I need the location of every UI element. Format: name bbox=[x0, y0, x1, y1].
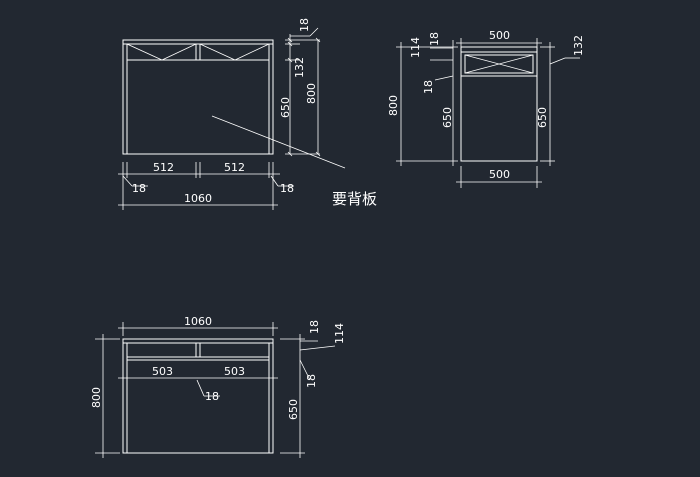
tick bbox=[287, 57, 293, 63]
note-leader-line bbox=[211, 115, 346, 169]
leader-18-divider bbox=[196, 379, 205, 397]
dim-label-total-width: 1060 bbox=[184, 192, 212, 205]
bottom-view: 1060 503 503 18 800 650 18 114 18 bbox=[90, 315, 346, 458]
dim-label-drawer-height: 132 bbox=[572, 35, 585, 56]
dim-label-right-width: 503 bbox=[224, 365, 245, 378]
front-view: 18 132 650 800 512 512 18 18 1060 要背板 bbox=[118, 18, 377, 210]
tick bbox=[315, 151, 321, 157]
drawer-cross-line bbox=[199, 43, 236, 61]
dim-label-height-right: 650 bbox=[536, 107, 549, 128]
dim-label-left-width: 503 bbox=[152, 365, 173, 378]
dim-label-right-width: 512 bbox=[224, 161, 245, 174]
tick bbox=[287, 41, 293, 47]
leader-18 bbox=[309, 27, 319, 37]
side-outer-frame bbox=[460, 46, 538, 162]
drawer-cross-line bbox=[161, 43, 197, 61]
side-drawer-box bbox=[464, 54, 534, 74]
dim-label-left-panel: 18 bbox=[132, 182, 146, 195]
dim-label-divider: 18 bbox=[205, 390, 219, 403]
dim-label-top-thickness: 18 bbox=[298, 18, 311, 32]
dim-label-total-height: 800 bbox=[387, 95, 400, 116]
dim-label-height-left: 650 bbox=[441, 107, 454, 128]
dim-label-opening-height: 650 bbox=[279, 97, 292, 118]
dim-label-drawer-height: 132 bbox=[293, 57, 306, 78]
dim-label-top-dim: 114 bbox=[333, 323, 346, 344]
dim-label-total-width: 1060 bbox=[184, 315, 212, 328]
dim-label-total-height: 800 bbox=[305, 83, 318, 104]
leader-18-shelf bbox=[434, 75, 454, 81]
leader-18-shelf bbox=[299, 359, 311, 381]
tick bbox=[287, 151, 293, 157]
dim-label-right-panel: 18 bbox=[280, 182, 294, 195]
bottom-outer-frame bbox=[122, 338, 274, 454]
leader-18-left bbox=[122, 175, 133, 187]
dim-label-shelf: 18 bbox=[305, 374, 318, 388]
tick bbox=[287, 37, 293, 43]
dim-label-width-top: 500 bbox=[489, 29, 510, 42]
tick bbox=[315, 37, 321, 43]
leader-114 bbox=[299, 345, 336, 351]
drawer-cross-line bbox=[126, 43, 163, 61]
dim-label-opening-height: 650 bbox=[287, 399, 300, 420]
side-view: 500 500 800 650 114 18 18 650 132 bbox=[387, 29, 585, 188]
dim-label-top-thickness: 18 bbox=[428, 32, 441, 46]
dim-label-left-width: 512 bbox=[153, 161, 174, 174]
leader-18-right bbox=[270, 175, 279, 187]
leader-132 bbox=[549, 57, 566, 65]
front-outer-frame bbox=[122, 39, 274, 155]
dim-label-top-dim: 114 bbox=[409, 37, 422, 58]
dim-label-top-thickness: 18 bbox=[308, 320, 321, 334]
dim-label-width-bottom: 500 bbox=[489, 168, 510, 181]
side-drawer-cross bbox=[464, 54, 534, 74]
dim-label-total-height: 800 bbox=[90, 387, 103, 408]
drawer-cross-line bbox=[234, 43, 270, 61]
back-panel-note: 要背板 bbox=[332, 190, 377, 208]
dim-label-shelf: 18 bbox=[422, 80, 435, 94]
